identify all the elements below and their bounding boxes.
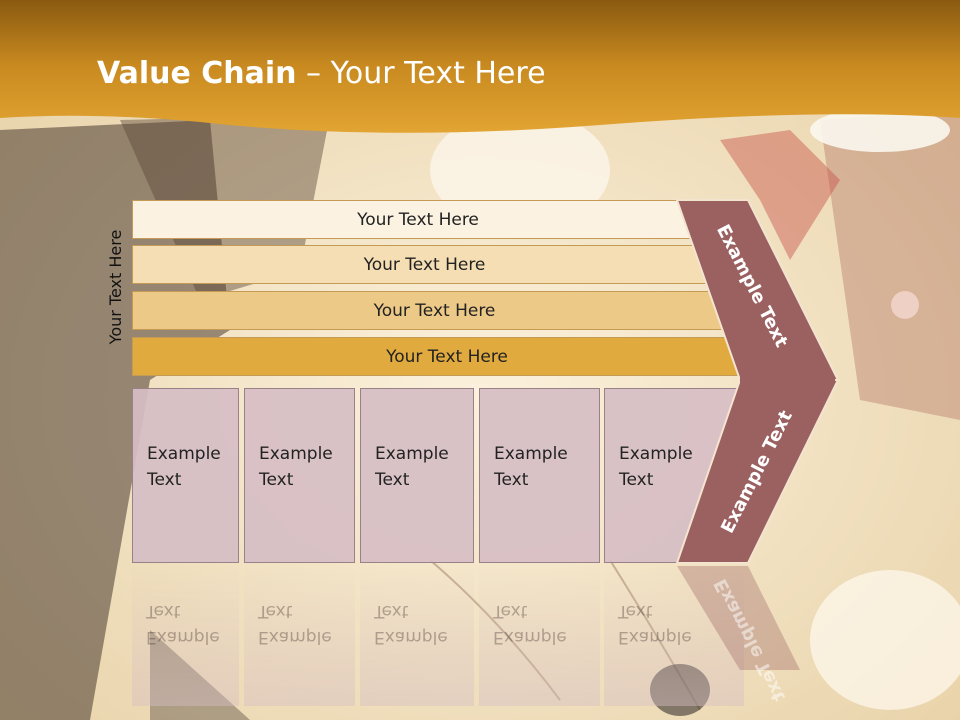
activity-box-2: Example Text bbox=[244, 388, 355, 563]
bar-2: Your Text Here bbox=[132, 245, 717, 284]
bar-2-label: Your Text Here bbox=[363, 255, 486, 275]
bar-1: Your Text Here bbox=[132, 200, 692, 239]
activity-box-3: Example Text bbox=[360, 388, 474, 563]
bar-1-label: Your Text Here bbox=[357, 210, 479, 230]
title-rest: – Your Text Here bbox=[296, 56, 546, 91]
activity-box-2-label: Example Text bbox=[259, 444, 333, 490]
bar-3-label: Your Text Here bbox=[373, 301, 496, 321]
activity-box-5-label: Example Text bbox=[619, 444, 693, 490]
activity-box-4-label: Example Text bbox=[494, 444, 568, 490]
page-title: Value Chain – Your Text Here bbox=[97, 54, 546, 94]
bar-4-label: Your Text Here bbox=[386, 347, 508, 367]
activity-box-4: Example Text bbox=[479, 388, 600, 563]
activity-box-1: Example Text bbox=[132, 388, 239, 563]
activity-box-1-label: Example Text bbox=[147, 444, 221, 490]
bar-3: Your Text Here bbox=[132, 291, 737, 330]
bar-4: Your Text Here bbox=[132, 337, 762, 376]
activity-box-3-label: Example Text bbox=[375, 444, 449, 490]
title-bold: Value Chain bbox=[97, 56, 297, 91]
